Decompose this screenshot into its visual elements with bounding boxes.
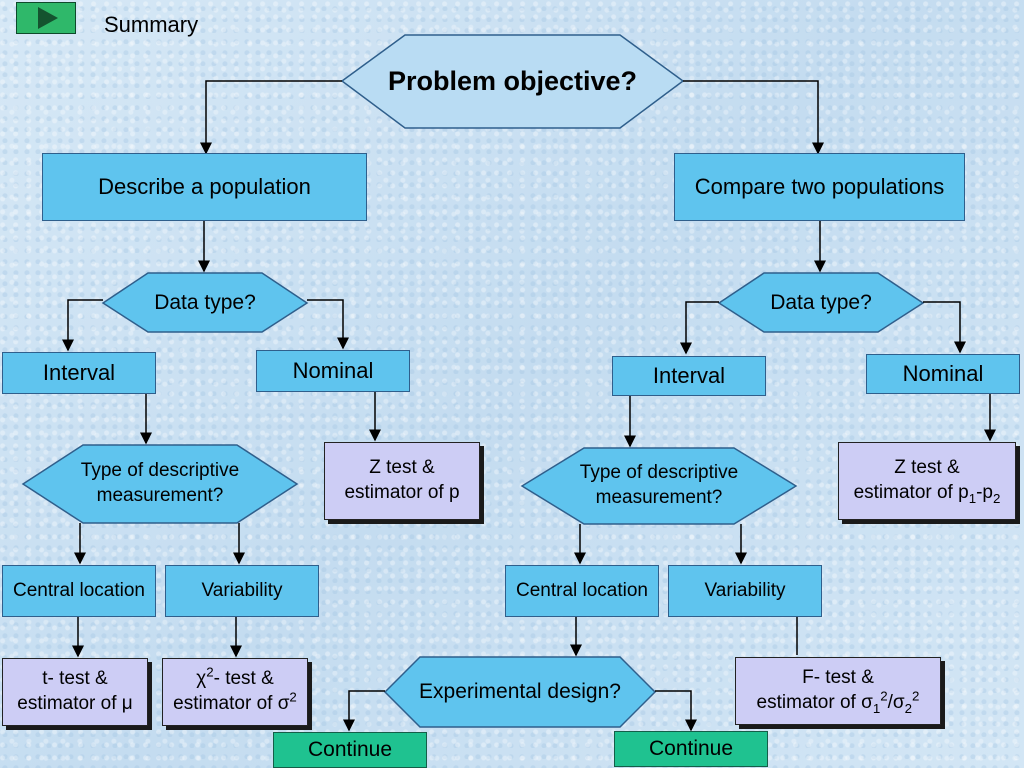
left-ztest-line2: estimator of p: [344, 482, 460, 503]
right-ztest-result: Z test & estimator of p1-p2: [838, 442, 1016, 520]
right-central-location-box[interactable]: Central location: [505, 565, 659, 617]
left-ztest-result: Z test & estimator of p: [324, 442, 480, 520]
root-question: Problem objective?: [387, 65, 638, 96]
chisq-result: χ2- test & estimator of σ2: [162, 658, 308, 726]
right-variability-box[interactable]: Variability: [668, 565, 822, 617]
left-ztest-line1: Z test &: [369, 457, 435, 479]
ttest-result: t- test & estimator of μ: [2, 658, 148, 726]
right-typedesc-question: Type of descriptive measurement?: [522, 448, 796, 524]
compare-populations-box[interactable]: Compare two populations: [674, 153, 965, 221]
play-button[interactable]: [16, 2, 76, 34]
chisq-line2: estimator of σ2: [173, 689, 297, 714]
right-typedesc-diamond: [520, 447, 798, 525]
chisq-line1: χ2- test &: [196, 664, 274, 690]
right-interval-box[interactable]: Interval: [612, 356, 766, 396]
page-title: Summary: [104, 12, 199, 37]
right-datatype-diamond: [717, 272, 925, 333]
ftest-line1: F- test &: [802, 667, 874, 689]
experimental-diamond: [383, 656, 657, 728]
left-central-location-box[interactable]: Central location: [2, 565, 156, 617]
left-typedesc-line2: measurement?: [96, 485, 224, 506]
left-typedesc-diamond: [21, 444, 299, 524]
left-typedesc-line1: Type of descriptive: [80, 460, 240, 482]
ttest-line2: estimator of μ: [17, 693, 133, 714]
experimental-question: Experimental design?: [419, 680, 621, 704]
left-variability-box[interactable]: Variability: [165, 565, 319, 617]
right-ztest-line1: Z test &: [894, 457, 960, 479]
ftest-result: F- test & estimator of σ12/σ22: [735, 657, 941, 725]
continue-right-button[interactable]: Continue: [614, 731, 768, 767]
describe-population-box[interactable]: Describe a population: [42, 153, 367, 221]
play-icon: [38, 7, 58, 29]
ttest-line1: t- test &: [42, 668, 108, 690]
right-nominal-box[interactable]: Nominal: [866, 354, 1020, 394]
right-typedesc-line2: measurement?: [595, 487, 723, 508]
right-ztest-line2: estimator of p1-p2: [853, 482, 1001, 506]
left-interval-box[interactable]: Interval: [2, 352, 156, 394]
right-datatype-question: Data type?: [770, 290, 872, 314]
left-typedesc-question: Type of descriptive measurement?: [23, 445, 297, 523]
ftest-line2: estimator of σ12/σ22: [756, 688, 920, 716]
left-datatype-diamond: [101, 272, 309, 333]
left-datatype-question: Data type?: [154, 290, 256, 314]
left-nominal-box[interactable]: Nominal: [256, 350, 410, 392]
right-typedesc-line1: Type of descriptive: [579, 462, 739, 484]
continue-left-button[interactable]: Continue: [273, 732, 427, 768]
